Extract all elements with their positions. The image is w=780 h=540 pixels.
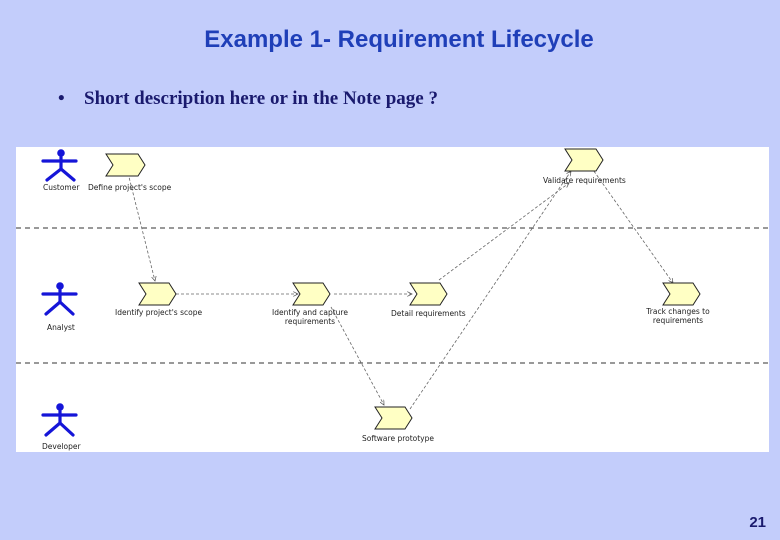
activity-label: Validate requirements bbox=[543, 176, 626, 185]
actor-icon bbox=[56, 403, 64, 411]
flow-define-to-identify-scope bbox=[127, 172, 155, 281]
actor-icon bbox=[57, 149, 65, 157]
activity-validate-requirements: Validate requirements bbox=[543, 148, 626, 185]
activity-label: Detail requirements bbox=[391, 309, 466, 318]
activity-identify-project-scope: Identify project's scope bbox=[115, 282, 202, 317]
slide-title: Example 1- Requirement Lifecycle bbox=[204, 26, 594, 53]
bullet-marker: • bbox=[58, 88, 65, 109]
activity-label: Software prototype bbox=[362, 434, 434, 443]
actor-developer bbox=[41, 403, 78, 437]
activity-label: Identify project's scope bbox=[115, 308, 202, 317]
activity-label: Define project's scope bbox=[88, 183, 172, 192]
actor-label-customer: Customer bbox=[43, 183, 80, 192]
flow-detail-to-validate bbox=[438, 183, 569, 281]
actor-label-developer: Developer bbox=[42, 442, 81, 451]
activity-define-project-scope: Define project's scope bbox=[88, 153, 172, 192]
actor-analyst bbox=[41, 282, 78, 316]
actor-icon bbox=[56, 282, 64, 290]
activity-software-prototype: Software prototype bbox=[362, 406, 434, 443]
activity-detail-requirements: Detail requirements bbox=[391, 282, 466, 318]
bullet-point: • Short description here or in the Note p… bbox=[58, 88, 438, 110]
bullet-text: Short description here or in the Note pa… bbox=[84, 88, 438, 109]
page-number: 21 bbox=[749, 514, 766, 531]
flow-prototype-to-validate bbox=[409, 171, 571, 410]
actor-customer bbox=[41, 149, 78, 182]
requirement-lifecycle-diagram: Customer Analyst Developer Define projec… bbox=[16, 147, 769, 452]
flow-validate-to-track bbox=[590, 166, 673, 283]
flow-identify-capture-to-prototype bbox=[330, 306, 384, 405]
actor-label-analyst: Analyst bbox=[47, 323, 75, 332]
